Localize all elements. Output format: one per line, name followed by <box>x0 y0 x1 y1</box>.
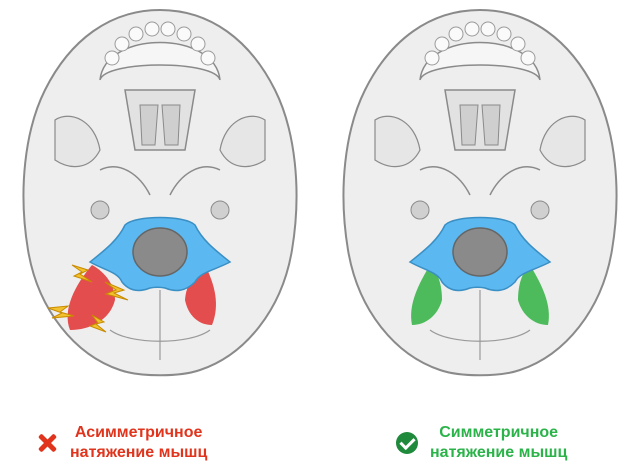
caption-line1: Асимметричное <box>74 424 203 441</box>
right-muscle <box>518 265 549 325</box>
asymmetric-panel <box>0 0 320 400</box>
caption-line2: натяжение мышц <box>430 444 568 461</box>
skull-base-illustration-left <box>22 8 298 377</box>
caption-line2: натяжение мышц <box>70 444 208 461</box>
skull-base-illustration-right <box>342 8 618 377</box>
lightning-icon <box>104 281 129 301</box>
skull-outline <box>342 8 618 377</box>
lightning-icon <box>47 305 75 319</box>
symmetric-panel <box>320 0 640 400</box>
asymmetric-caption-text: Асимметричное натяжение мышц <box>70 423 207 463</box>
left-muscle <box>411 265 442 325</box>
symmetric-caption-text: Симметричное натяжение мышц <box>430 423 567 463</box>
left-muscle <box>67 265 115 330</box>
asymmetric-caption: Асимметричное натяжение мышц <box>36 420 207 466</box>
symmetric-caption: Симметричное натяжение мышц <box>396 420 567 466</box>
cross-icon <box>36 432 58 454</box>
caption-line1: Симметричное <box>439 424 559 441</box>
lightning-icon <box>88 314 107 333</box>
check-icon <box>396 432 418 454</box>
lightning-icon <box>71 264 93 283</box>
